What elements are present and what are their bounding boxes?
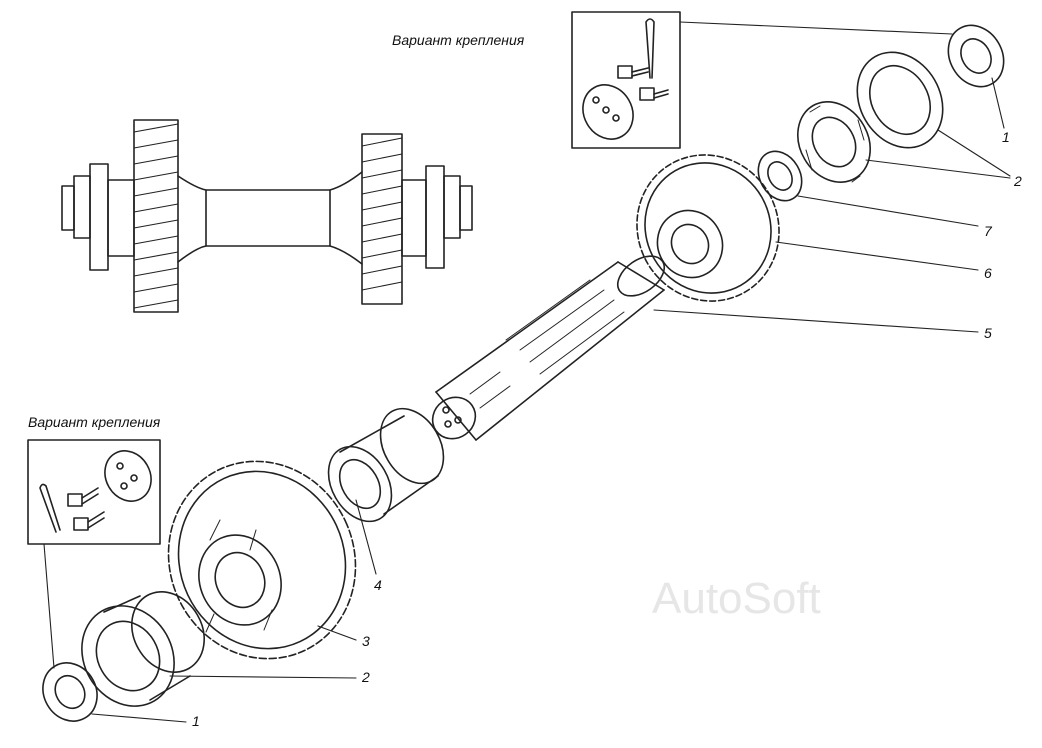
leader-top-inset	[679, 21, 953, 35]
watermark: AutoSoft	[652, 574, 821, 623]
callout-7: 7	[984, 223, 992, 239]
bottom-gear	[167, 460, 357, 660]
top-bearing-inner	[797, 101, 871, 183]
top-bearing-outer	[856, 51, 944, 149]
top-fastening-inset	[571, 11, 681, 149]
bottom-inset-lock-wire	[39, 483, 61, 533]
leader-6	[775, 241, 979, 271]
leader-1-bottom	[91, 713, 187, 723]
right-end-hub	[401, 179, 427, 257]
top-inset-lock-plate	[582, 84, 634, 140]
left-end-washer	[73, 175, 91, 239]
bottom-washer	[42, 662, 98, 722]
bottom-inset-bolt-2	[73, 511, 105, 531]
bottom-bearing	[81, 591, 205, 707]
top-fastening-caption: Вариант крепления	[392, 32, 525, 48]
leader-bottom-inset	[43, 543, 55, 669]
assembled-shaft	[61, 119, 473, 313]
bottom-fastening-caption: Вариант крепления	[28, 414, 161, 430]
sleeve	[327, 407, 445, 523]
callout-1-top: 1	[1002, 129, 1010, 145]
callout-2-bottom: 2	[362, 669, 370, 685]
callout-1-bottom: 1	[192, 713, 200, 729]
bottom-fastening-inset	[27, 439, 161, 545]
leader-2b-top	[865, 159, 1011, 179]
top-gear	[636, 154, 780, 302]
callout-2-top: 2	[1014, 173, 1022, 189]
left-end-bearing	[89, 163, 109, 271]
top-inset-lock-wire	[645, 18, 655, 79]
left-gear	[133, 119, 179, 313]
bottom-inset-frame	[27, 439, 161, 545]
right-end-bearing	[425, 165, 445, 269]
callout-5: 5	[984, 325, 992, 341]
bottom-inset-bolt-1	[67, 487, 99, 507]
leader-2a-top	[937, 129, 1011, 177]
leader-5	[653, 309, 979, 333]
right-end-washer	[443, 175, 461, 239]
left-end-cap	[61, 185, 75, 231]
leader-2-bottom	[169, 675, 357, 679]
top-washer	[947, 24, 1005, 88]
left-end-hub	[107, 179, 135, 257]
splined-shaft	[431, 255, 665, 441]
bottom-inset-lock-plate	[104, 450, 152, 502]
top-inset-frame	[571, 11, 681, 149]
top-ring	[757, 150, 803, 202]
top-inset-bolt-2	[639, 87, 669, 101]
leader-3	[317, 625, 357, 641]
right-end-cap	[459, 185, 473, 231]
callout-3: 3	[362, 633, 370, 649]
top-inset-bolt-1	[617, 65, 649, 79]
leader-4	[355, 499, 377, 575]
callout-6: 6	[984, 265, 992, 281]
leader-7	[797, 195, 979, 227]
leader-lines	[43, 21, 1011, 723]
leader-1-top	[991, 77, 1005, 129]
callout-4: 4	[374, 577, 382, 593]
